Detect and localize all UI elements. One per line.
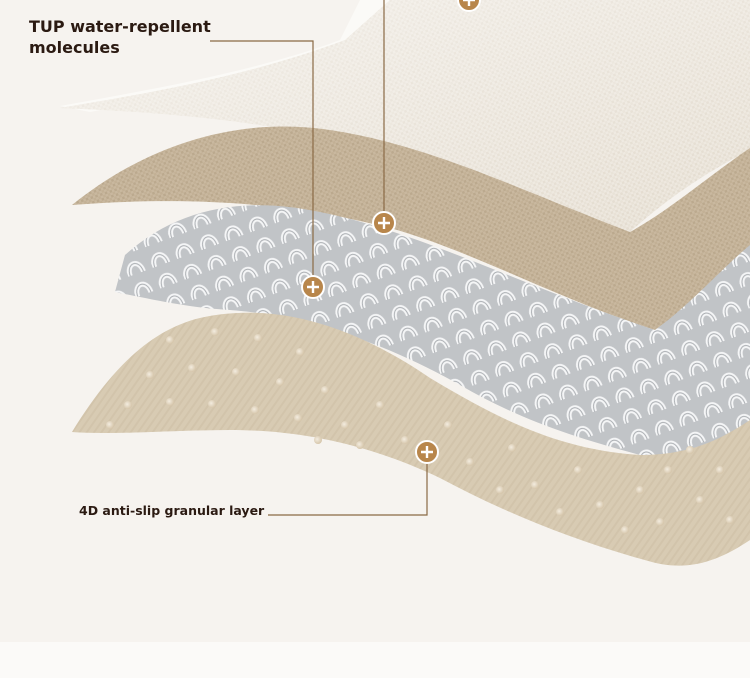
plus-circle-icon bbox=[301, 275, 325, 299]
anti-slip-label: 4D anti-slip granular layer bbox=[79, 503, 265, 518]
callout-lines bbox=[210, 0, 428, 516]
plus-circle-icon bbox=[372, 211, 396, 235]
plus-circle-icon bbox=[457, 0, 481, 12]
bottom-strip bbox=[0, 642, 750, 678]
callout-line-water-repellent bbox=[210, 40, 314, 287]
callout-line-anti-slip bbox=[268, 452, 428, 516]
water-repellent-label: TUP water-repellent molecules bbox=[29, 17, 211, 57]
mesh-core-layer bbox=[115, 205, 750, 460]
anti-slip-granules bbox=[106, 328, 734, 534]
tan-woven-layer bbox=[72, 126, 750, 330]
plus-circle-icon bbox=[415, 440, 439, 464]
